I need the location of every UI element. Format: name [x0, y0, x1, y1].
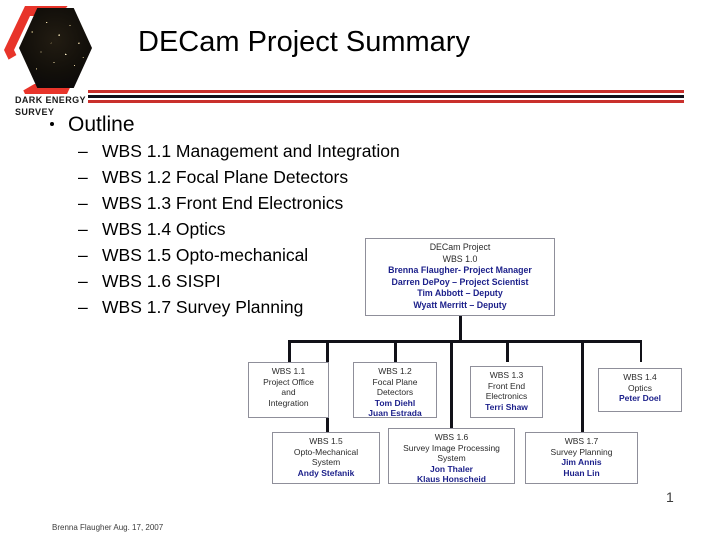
outline-item-wbs-1-6: – WBS 1.6 SISPI [46, 268, 446, 294]
outline-item-label: WBS 1.1 Management and Integration [102, 141, 400, 161]
org-node-root-title2: WBS 1.0 [442, 253, 478, 264]
logo-wordmark-line1: DARK ENERGY [15, 95, 86, 105]
org-node-person: Andy Stefanik [297, 467, 355, 478]
org-node-person: Jon Thaler [430, 463, 473, 474]
connector-drop-wbs-1-4 [639, 340, 642, 362]
outline-item-wbs-1-2: – WBS 1.2 Focal Plane Detectors [46, 164, 446, 190]
org-node-line: System [437, 453, 466, 463]
divider-rule-red-top [88, 90, 684, 93]
org-node-person: Huan Lin [563, 467, 600, 478]
outline-item-label: WBS 1.4 Optics [102, 219, 226, 239]
outline-item-wbs-1-4: – WBS 1.4 Optics [46, 216, 446, 242]
outline-item-wbs-1-1: – WBS 1.1 Management and Integration [46, 138, 446, 164]
org-node-person: Jim Annis [561, 457, 602, 467]
org-node-line: Front End [487, 380, 526, 391]
org-node-line: WBS 1.7 [564, 436, 599, 446]
logo-wordmark: DARK ENERGY SURVEY [15, 94, 86, 118]
org-node-wbs-1-7[interactable]: WBS 1.7 Survey Planning Jim Annis Huan L… [525, 432, 638, 484]
outline-heading: Outline [46, 112, 446, 137]
outline-item-label: WBS 1.2 Focal Plane Detectors [102, 167, 349, 187]
org-node-line: WBS 1.6 [434, 432, 469, 442]
dash-icon: – [78, 141, 88, 161]
org-node-person: Peter Doel [618, 393, 662, 403]
org-node-wbs-1-2[interactable]: WBS 1.2 Focal Plane Detectors Tom Diehl … [353, 362, 437, 418]
dark-energy-survey-logo: DARK ENERGY SURVEY [0, 0, 104, 124]
connector-drop-wbs-1-3 [506, 340, 509, 362]
org-node-root[interactable]: DECam Project WBS 1.0 Brenna Flaugher- P… [365, 238, 555, 316]
dash-icon: – [78, 219, 88, 239]
org-node-line: Detectors [376, 387, 414, 397]
outline-item-wbs-1-5: – WBS 1.5 Opto-mechanical [46, 242, 446, 268]
divider-rule-red-bottom [88, 100, 684, 103]
footer-credit: Brenna Flaugher Aug. 17, 2007 [52, 523, 164, 532]
connector-drop-wbs-1-2 [394, 340, 397, 362]
org-node-line: System [311, 457, 341, 467]
org-node-line: WBS 1.1 [271, 366, 306, 376]
org-node-person: Klaus Honscheid [417, 474, 486, 484]
org-node-wbs-1-6[interactable]: WBS 1.6 Survey Image Processing System J… [388, 428, 515, 484]
outline-list: Outline – WBS 1.1 Management and Integra… [46, 112, 446, 320]
logo-wordmark-line2: SURVEY [15, 107, 55, 117]
connector-drop-wbs-1-1 [288, 340, 291, 362]
org-node-line: Electronics [485, 391, 528, 401]
dash-icon: – [78, 297, 88, 317]
org-node-root-title1: DECam Project [429, 242, 491, 252]
outline-item-label: WBS 1.3 Front End Electronics [102, 193, 344, 213]
org-node-wbs-1-1[interactable]: WBS 1.1 Project Office and Integration [248, 362, 329, 418]
org-node-line: Opto-Mechanical [293, 446, 359, 457]
bullet-icon [50, 122, 54, 126]
connector-horizontal-bus [288, 340, 642, 343]
page-title: DECam Project Summary [138, 26, 470, 58]
org-node-root-person-2: Darren DePoy – Project Scientist [391, 276, 529, 287]
hexagon-logo-icon [0, 0, 104, 105]
org-node-wbs-1-3[interactable]: WBS 1.3 Front End Electronics Terri Shaw [470, 366, 543, 418]
outline-item-wbs-1-7: – WBS 1.7 Survey Planning [46, 294, 446, 320]
divider-rule-black [88, 95, 684, 98]
org-node-wbs-1-5[interactable]: WBS 1.5 Opto-Mechanical System Andy Stef… [272, 432, 380, 484]
org-node-line: Integration [268, 397, 309, 408]
outline-item-label: WBS 1.6 SISPI [102, 271, 221, 291]
outline-item-label: WBS 1.5 Opto-mechanical [102, 245, 309, 265]
org-node-root-person-4: Wyatt Merritt – Deputy [413, 299, 507, 310]
org-node-person: Terri Shaw [485, 401, 528, 412]
org-node-line: WBS 1.4 [623, 372, 657, 382]
org-node-line: Focal Plane [372, 376, 418, 387]
org-node-line: WBS 1.2 [378, 366, 412, 376]
dash-icon: – [78, 193, 88, 213]
outline-item-label: WBS 1.7 Survey Planning [102, 297, 304, 317]
outline-heading-label: Outline [68, 113, 135, 136]
dash-icon: – [78, 245, 88, 265]
connector-root-trunk [459, 316, 462, 342]
org-node-line: Survey Image Processing [403, 442, 500, 453]
org-node-root-person-1: Brenna Flaugher- Project Manager [388, 265, 532, 275]
page-number: 1 [666, 489, 674, 505]
org-node-wbs-1-4[interactable]: WBS 1.4 Optics Peter Doel [598, 368, 682, 412]
org-node-line: Optics [627, 382, 653, 393]
org-node-line: and [281, 387, 296, 397]
outline-item-wbs-1-3: – WBS 1.3 Front End Electronics [46, 190, 446, 216]
connector-drop-wbs-1-6 [450, 340, 453, 432]
org-node-line: WBS 1.3 [489, 370, 524, 380]
org-node-line: WBS 1.5 [309, 436, 343, 446]
connector-drop-wbs-1-7 [581, 340, 584, 432]
org-node-root-person-3: Tim Abbott – Deputy [417, 288, 503, 298]
org-node-line: Survey Planning [550, 446, 613, 457]
org-node-person: Tom Diehl [374, 397, 416, 408]
dash-icon: – [78, 271, 88, 291]
org-node-person: Juan Estrada [368, 408, 422, 418]
dash-icon: – [78, 167, 88, 187]
org-node-line: Project Office [263, 376, 314, 387]
